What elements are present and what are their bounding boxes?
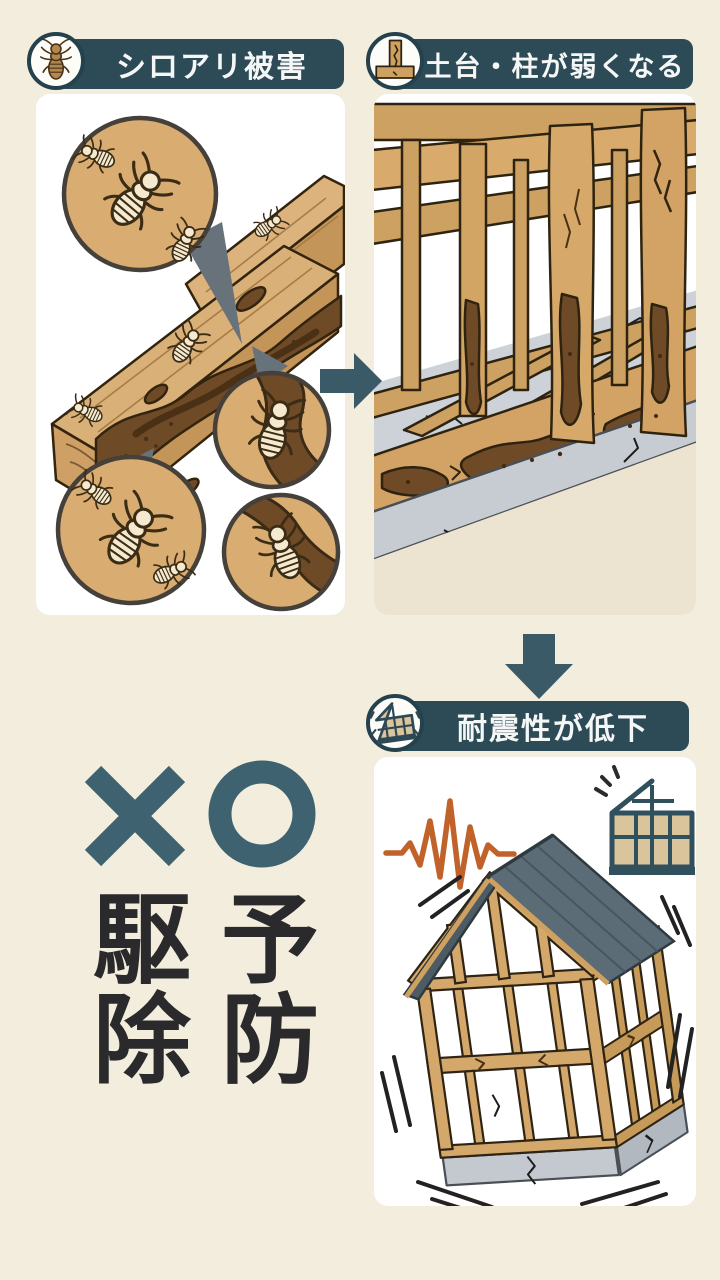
small-house-icon: [594, 765, 695, 875]
tilted-house-frame: [402, 833, 689, 1187]
tilted-house-drawing: [380, 765, 695, 1206]
termite-damage-illustration: [36, 94, 345, 615]
shaking-house-glyph: [370, 702, 420, 745]
circle-mark-icon: [206, 758, 318, 875]
step3-title: 耐震性が低下: [457, 713, 649, 746]
shake-lines: [380, 875, 694, 1206]
cracked-post-glyph: [375, 39, 415, 79]
step2-title-bar: 土台・柱が弱くなる: [393, 39, 693, 89]
damaged-beam-drawing: [50, 115, 345, 612]
seismic-wave-icon: [383, 798, 517, 890]
extermination-label: 駆除: [79, 888, 189, 1088]
frame-structure-drawing: [374, 102, 696, 615]
step3-title-bar: 耐震性が低下: [393, 701, 689, 751]
prevention-label: 予防: [207, 888, 317, 1088]
step1-title: シロアリ被害: [116, 51, 308, 84]
termite-icon-glyph: [40, 38, 72, 80]
step2-title: 土台・柱が弱くなる: [424, 51, 686, 82]
step1-title-bar: シロアリ被害: [54, 39, 344, 89]
cracked-post-icon: [366, 32, 424, 90]
shaking-house-icon: [366, 694, 424, 752]
cross-mark-icon: [82, 763, 188, 874]
arrow-down-icon: [504, 634, 574, 705]
weak-frame-illustration: [374, 94, 696, 615]
seismic-illustration: [374, 757, 696, 1206]
arrow-right-icon: [320, 350, 384, 417]
termite-icon: [27, 32, 85, 90]
